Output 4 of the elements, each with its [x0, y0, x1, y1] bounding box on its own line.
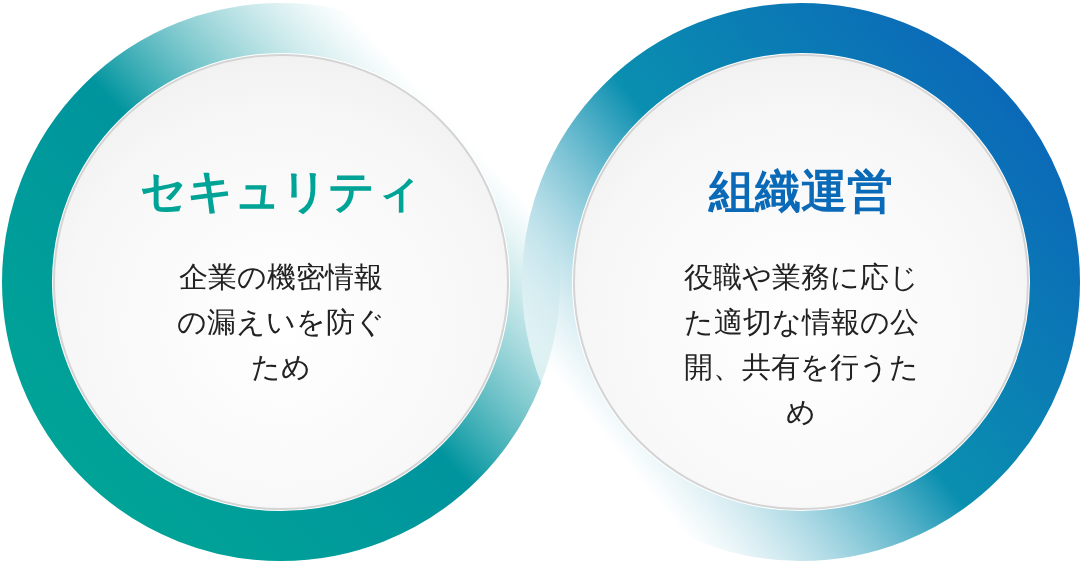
description-text: 役職や業務に応じた適切な情報の公開、共有を行うため: [682, 259, 920, 431]
circle-heading: 組織運営: [709, 164, 893, 220]
description-text: 企業の機密情報の漏えいを防ぐため: [176, 259, 386, 387]
circle-heading: セキュリティ: [140, 164, 422, 220]
